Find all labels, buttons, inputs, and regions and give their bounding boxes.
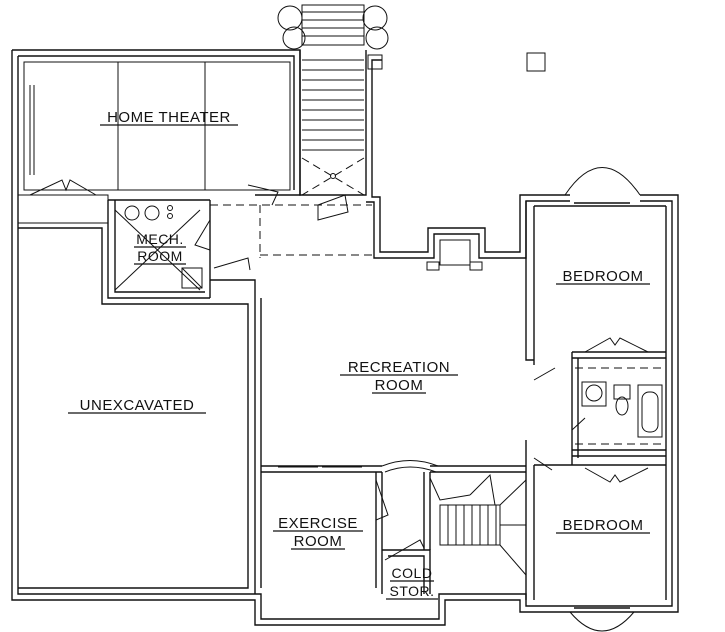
label-bedroom-lower: BEDROOM [562,517,643,534]
cold-storage [382,472,431,594]
room-labels: HOME THEATER MECH. ROOM UNEXCAVATED RECR… [68,109,650,600]
label-bedroom-upper: BEDROOM [562,268,643,285]
label-cold-2: STOR. [389,583,434,599]
label-mech-2: ROOM [137,248,183,264]
entry-columns [277,4,389,70]
label-exercise-2: ROOM [294,533,343,550]
bedroom-wing [525,167,667,632]
mech-room [107,199,211,299]
label-exercise-1: EXERCISE [278,515,358,532]
label-unexcavated: UNEXCAVATED [80,397,195,414]
label-cold-1: COLD [392,565,433,581]
main-stair [301,59,365,196]
label-recreation-1: RECREATION [348,359,450,376]
label-mech-1: MECH. [136,231,184,247]
exercise-room [375,472,389,594]
label-recreation-2: ROOM [375,377,424,394]
exterior-walls [11,49,679,626]
recreation-room [254,239,483,594]
site-marker [526,52,546,72]
hall-dashes [210,184,374,292]
label-home-theater: HOME THEATER [107,109,231,126]
lower-stair [381,460,527,576]
unexcavated-area [18,227,249,589]
home-theater-room [17,61,291,224]
